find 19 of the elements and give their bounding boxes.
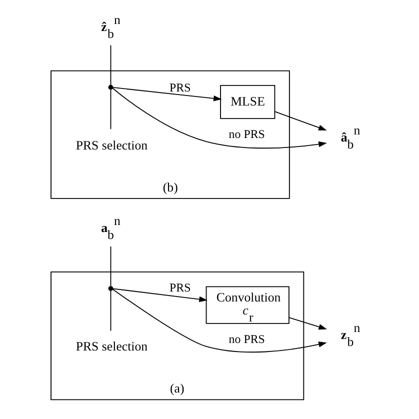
node-box: MLSE (220, 85, 276, 119)
edge-label: PRS (170, 80, 191, 94)
connector (110, 89, 112, 130)
arrow (112, 86, 222, 102)
connector (110, 44, 112, 86)
node-switch (108, 84, 114, 90)
arrow (274, 111, 327, 130)
arrow (112, 88, 327, 149)
node-text: PRS selection (76, 138, 148, 153)
arrow (112, 288, 327, 353)
node-text: PRS selection (76, 340, 148, 354)
edge-label: no PRS (228, 332, 265, 346)
arrow (288, 317, 327, 330)
edge-label: no PRS (228, 127, 265, 142)
arrow (112, 288, 208, 302)
connector (110, 290, 112, 332)
edge-label: PRS (170, 280, 191, 295)
node-switch (108, 286, 114, 291)
connector (110, 246, 112, 287)
